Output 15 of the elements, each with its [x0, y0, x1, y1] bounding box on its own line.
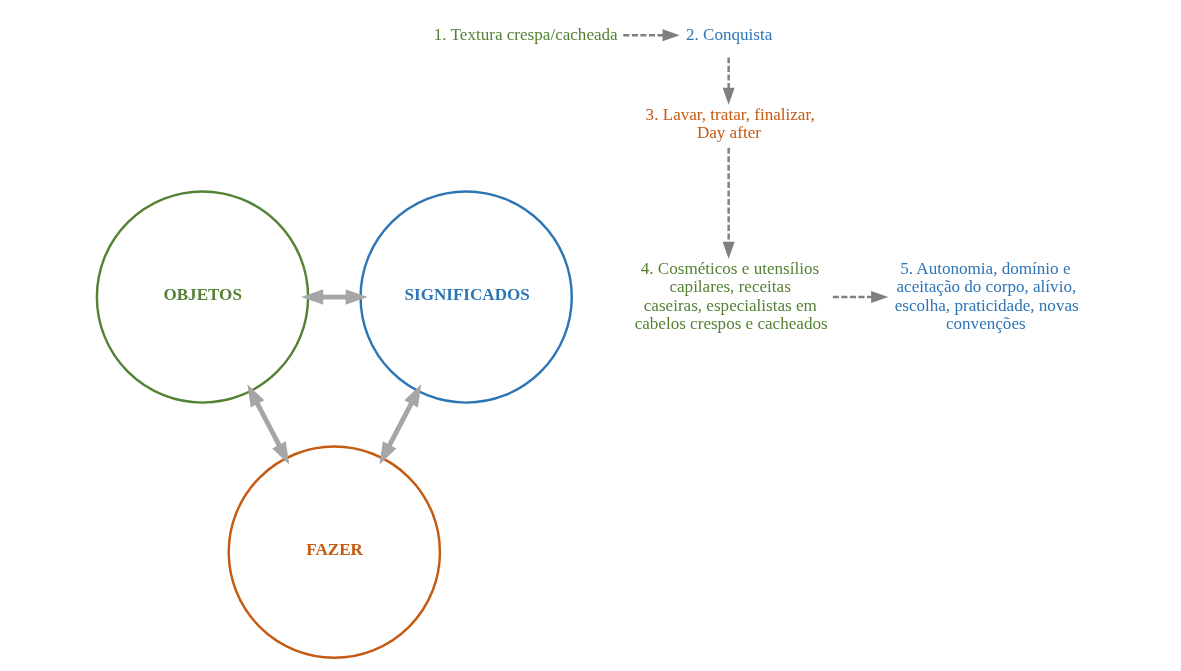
node-text: 5. Autonomia, domínio e aceitação do corpo, alívio, escolha, praticidade, novas convenções: [894, 259, 1079, 334]
node-text: 3. Lavar, tratar, finalizar, Day after: [645, 104, 815, 142]
arrow: [832, 291, 888, 304]
node-circle: OBJETOS: [95, 190, 309, 404]
node-text: 4. Cosméticos e utensílios capilares, receitas caseiras, especialistas em cabelos crespos e cacheados: [634, 259, 828, 334]
arrow: [300, 289, 368, 305]
arrow: [378, 384, 421, 465]
arrow: [722, 57, 735, 105]
node-circle: FAZER: [227, 445, 441, 659]
node-text: 2. Conquista: [685, 24, 772, 44]
arrow: [722, 147, 735, 259]
node-text: 1. Textura crespa/cacheada: [433, 24, 618, 44]
arrow: [622, 29, 680, 42]
arrow: [246, 384, 289, 465]
node-circle: SIGNIFICADOS: [358, 190, 573, 404]
